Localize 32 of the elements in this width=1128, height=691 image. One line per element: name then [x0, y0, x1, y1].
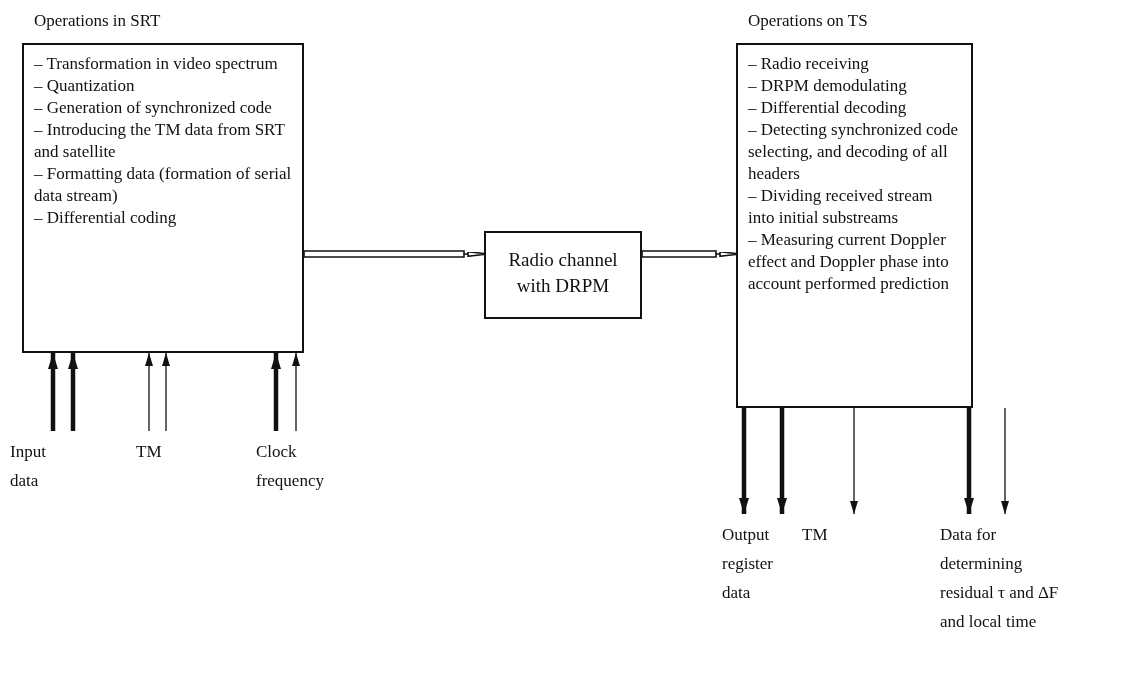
operation-item: – Transformation in video spectrum — [34, 53, 279, 75]
signal-label: TM — [136, 437, 186, 467]
operation-item: – Generation of synchronized code — [34, 97, 273, 119]
signal-arrow — [777, 408, 787, 514]
operation-item: – Measuring current Doppler effect and Doppler phase into account performed prediction — [748, 229, 951, 295]
signal-arrow — [964, 408, 974, 514]
signal-label: Data for determining residual τ and ΔF and local time — [940, 520, 1068, 670]
process-box: Radio channel with DRPM — [484, 231, 642, 319]
signal-arrow — [271, 353, 281, 431]
operation-item: – Detecting synchronized code selecting, and decoding of all headers — [748, 119, 960, 185]
signal-arrow — [68, 353, 78, 431]
operation-item: – Differential decoding — [748, 97, 908, 119]
signal-label: Clock frequency — [256, 437, 341, 497]
signal-label: TM — [802, 520, 842, 550]
panel-heading: Operations on TS — [748, 10, 868, 32]
operation-item: – Introducing the TM data from SRT and satellite — [34, 119, 286, 163]
operation-item: – Formatting data (formation of serial data stream) — [34, 163, 292, 207]
signal-arrow — [162, 352, 170, 432]
signal-label: Output register data — [722, 520, 792, 610]
signal-arrow — [739, 408, 749, 514]
signal-label: Input data — [10, 437, 65, 497]
operation-item: – Dividing received stream into initial substreams — [748, 185, 934, 229]
signal-arrow — [850, 407, 858, 515]
signal-arrow — [292, 352, 300, 432]
operation-item: – Differential coding — [34, 207, 178, 229]
operation-item: – DRPM demodulating — [748, 75, 908, 97]
signal-arrow — [145, 352, 153, 432]
operation-item: – Radio receiving — [748, 53, 870, 75]
signal-arrow — [48, 353, 58, 431]
panel-heading: Operations in SRT — [34, 10, 161, 32]
operation-item: – Quantization — [34, 75, 136, 97]
signal-arrow — [1001, 407, 1009, 515]
